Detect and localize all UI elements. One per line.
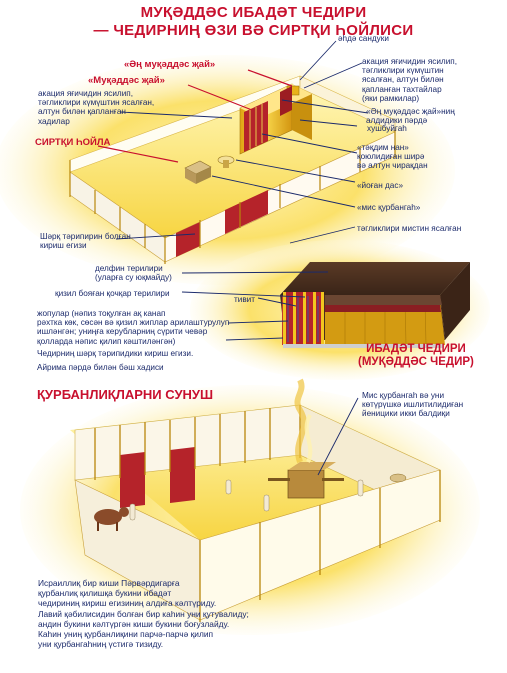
page-subtitle: — ЧЕДИРНИҢ ӨЗИ ВӘ СИРТҚИ ҺОЙЛИСИ	[93, 22, 414, 39]
label-most-holy-place: «Әң муқәддәс җай»	[124, 59, 216, 70]
label-inner-curtain: «Әң муқәддәс җай»ниң алдидики пәрдә	[366, 107, 455, 126]
section-heading-sacrifices: ҚУРБАНЛИҚЛАРНИ СУНУШ	[37, 387, 214, 402]
sacrifice-description: Исраиллиқ бир киши Пәрвәрдигарға қурбанл…	[38, 578, 249, 650]
label-linen-curtains: жопулар (нәпиз тоқулған ақ канап рәхтка …	[37, 309, 230, 346]
label-dolphin-skins: делфин терилири (уларға су юқмайду)	[95, 264, 172, 283]
label-outer-court: СИРТҚИ ҺОЙЛА	[35, 137, 111, 148]
label-east-gate: Шәрқ тәрипирин болған кириш егизи	[40, 232, 131, 251]
label-ark: әһдә сандуки	[338, 34, 389, 43]
label-left-poles: акация яғичидин ясилип, тәгликлири күмүш…	[38, 89, 155, 126]
label-altar-poles: Мис қурбангаһ вә уни көтүрүшкә ишлитилид…	[362, 391, 464, 419]
label-basin: «йоған дас»	[357, 181, 403, 190]
tent-illustration	[190, 240, 490, 380]
label-acacia-boards: акация яғичидин ясилип, тәгликлири күмүш…	[362, 57, 457, 103]
label-ram-skins: қизил бояған қочқар терилири	[55, 289, 170, 298]
courtyard-illustration	[0, 55, 455, 285]
label-copper-bases: тәгликлири мистин ясалған	[357, 224, 462, 233]
label-tent-east-entrance: Чедирниң шәрқ тәрипидики кириш егизи.	[37, 349, 194, 358]
label-incense-altar: хушбуйгаһ	[367, 124, 407, 133]
pointer-lines	[115, 40, 369, 476]
label-holy-place: «Муқәддәс җай»	[88, 75, 165, 86]
label-dividing-curtain: Айрима пәрдә билән бәш хадиси	[37, 363, 164, 372]
label-goat-hair: тивит	[234, 295, 255, 304]
tent-title: ИБАДӘТ ЧЕДИРИ (МУҚӘДДӘС ЧЕДИР)	[358, 343, 474, 368]
label-bread-table: «тәқдим нан» қоюлидиған ширә вә алтун чи…	[357, 143, 428, 171]
sacrifice-illustration	[20, 378, 480, 635]
page-title: МУҚӘДДӘС ИБАДӘТ ЧЕДИРИ	[140, 4, 367, 21]
label-bronze-altar: «мис қурбангаһ»	[357, 203, 421, 212]
